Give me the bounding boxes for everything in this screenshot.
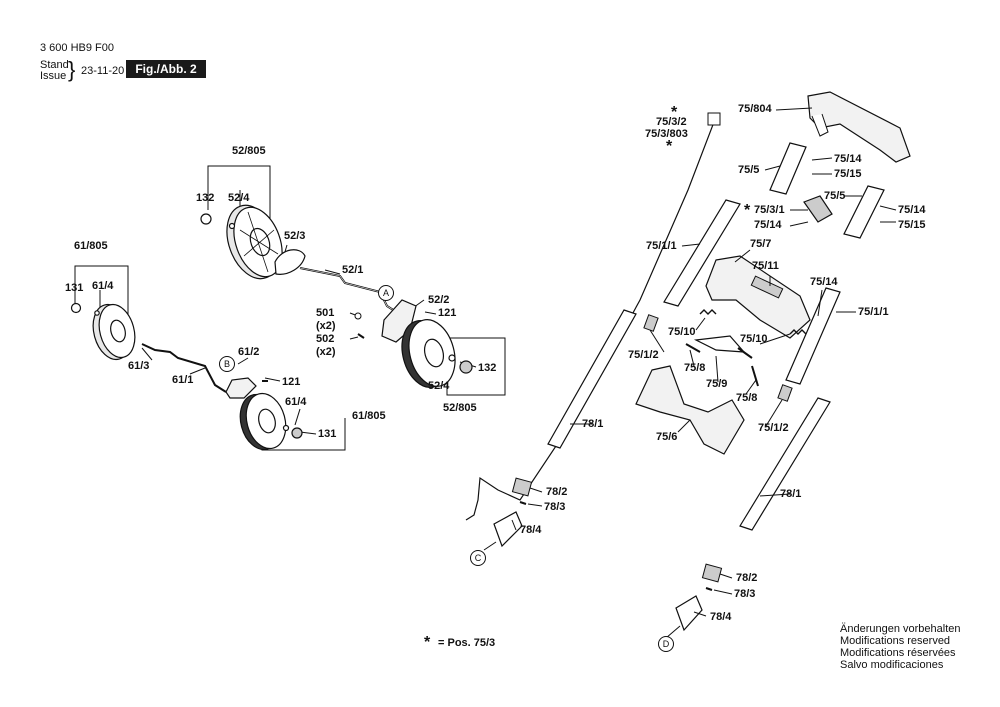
issue-date: 23-11-20 bbox=[81, 65, 125, 77]
note-de: Änderungen vorbehalten bbox=[840, 623, 961, 635]
label-78-2-b: 78/2 bbox=[736, 572, 758, 584]
label-61-2: 61/2 bbox=[238, 346, 260, 358]
label-75-15-a: 75/15 bbox=[834, 168, 862, 180]
label-61-805-top: 61/805 bbox=[74, 240, 108, 252]
label-131-bottom: 131 bbox=[318, 428, 337, 440]
footnote-text: = Pos. 75/3 bbox=[438, 637, 496, 649]
label-75-8-b: 75/8 bbox=[736, 392, 758, 404]
label-52-805-bottom: 52/805 bbox=[443, 402, 477, 414]
label-121-b: 121 bbox=[282, 376, 301, 388]
figure-badge: Fig./Abb. 2 bbox=[126, 60, 206, 78]
label-75-8-a: 75/8 bbox=[684, 362, 706, 374]
label-75-3-803: 75/3/803 bbox=[645, 128, 688, 140]
label-78-4-a: 78/4 bbox=[520, 524, 542, 536]
label-75-7: 75/7 bbox=[750, 238, 772, 250]
label-501: 501 bbox=[316, 307, 335, 319]
label-75-804: 75/804 bbox=[738, 103, 772, 115]
label-75-6: 75/6 bbox=[656, 431, 678, 443]
label-75-3-2: 75/3/2 bbox=[656, 116, 687, 128]
label-75-1-2-a: 75/1/2 bbox=[628, 349, 659, 361]
label-52-3: 52/3 bbox=[284, 230, 306, 242]
label-78-1-a: 78/1 bbox=[582, 418, 604, 430]
label-75-9: 75/9 bbox=[706, 378, 728, 390]
label-61-4-top: 61/4 bbox=[92, 280, 114, 292]
label-75-1-2-b: 75/1/2 bbox=[758, 422, 789, 434]
label-75-3-1: 75/3/1 bbox=[754, 204, 785, 216]
note-fr: Modifications réservées bbox=[840, 647, 956, 659]
label-52-1: 52/1 bbox=[342, 264, 364, 276]
callout-d: D bbox=[658, 636, 674, 652]
label-75-14-a: 75/14 bbox=[834, 153, 862, 165]
label-78-3-a: 78/3 bbox=[544, 501, 566, 513]
footnote-star: * bbox=[424, 634, 431, 651]
brace-icon: } bbox=[68, 57, 76, 82]
callout-a: A bbox=[378, 285, 394, 301]
label-75-14-c: 75/14 bbox=[898, 204, 926, 216]
label-75-5-a: 75/5 bbox=[738, 164, 760, 176]
issue-label: Issue bbox=[40, 70, 67, 82]
label-61-805-bottom: 61/805 bbox=[352, 410, 386, 422]
label-52-4-bottom: 52/4 bbox=[428, 380, 450, 392]
label-131-top: 131 bbox=[65, 282, 84, 294]
label-121-a: 121 bbox=[438, 307, 457, 319]
label-75-1-1-a: 75/1/1 bbox=[646, 240, 677, 252]
label-61-4-bottom: 61/4 bbox=[285, 396, 307, 408]
label-61-1: 61/1 bbox=[172, 374, 194, 386]
label-52-805-top: 52/805 bbox=[232, 145, 266, 157]
modification-notes: Änderungen vorbehalten Modifications res… bbox=[840, 623, 960, 671]
label-52-4-top: 52/4 bbox=[228, 192, 250, 204]
label-75-11: 75/11 bbox=[752, 260, 779, 272]
label-75-15-b: 75/15 bbox=[898, 219, 926, 231]
label-501-x2: (x2) bbox=[316, 320, 336, 332]
label-78-1-b: 78/1 bbox=[780, 488, 802, 500]
label-502-x2: (x2) bbox=[316, 346, 336, 358]
part-number: 3 600 HB9 F00 bbox=[40, 42, 114, 54]
note-en: Modifications reserved bbox=[840, 635, 951, 647]
label-75-5-b: 75/5 bbox=[824, 190, 846, 202]
label-75-10-a: 75/10 bbox=[668, 326, 696, 338]
label-132-right: 132 bbox=[478, 362, 497, 374]
label-78-4-b: 78/4 bbox=[710, 611, 732, 623]
star-marker-2: * bbox=[666, 138, 673, 155]
star-marker-1: * bbox=[671, 104, 678, 121]
stand-label: Stand bbox=[40, 59, 69, 71]
callout-b: B bbox=[219, 356, 235, 372]
label-75-1-1-b: 75/1/1 bbox=[858, 306, 889, 318]
label-78-3-b: 78/3 bbox=[734, 588, 756, 600]
label-132-top: 132 bbox=[196, 192, 215, 204]
label-75-14-b: 75/14 bbox=[754, 219, 782, 231]
label-75-14-d: 75/14 bbox=[810, 276, 838, 288]
callout-c: C bbox=[470, 550, 486, 566]
star-marker-3: * bbox=[744, 202, 751, 219]
label-52-2: 52/2 bbox=[428, 294, 450, 306]
label-61-3: 61/3 bbox=[128, 360, 150, 372]
note-es: Salvo modificaciones bbox=[840, 659, 944, 671]
label-502: 502 bbox=[316, 333, 335, 345]
label-78-2-a: 78/2 bbox=[546, 486, 568, 498]
label-75-10-b: 75/10 bbox=[740, 333, 768, 345]
